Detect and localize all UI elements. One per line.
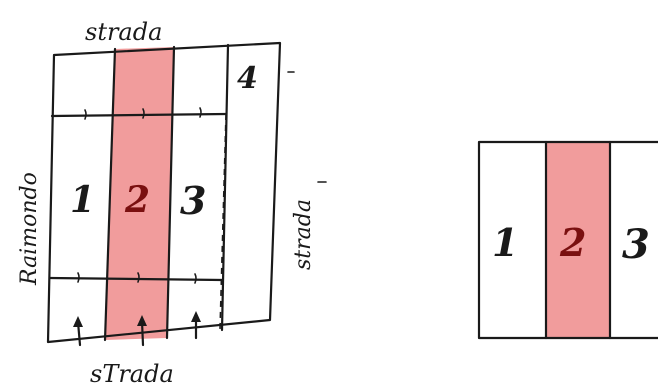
left-top-inner-line xyxy=(50,112,228,118)
label-strada-bottom: sTrada xyxy=(90,360,174,385)
left-lot-2-highlight xyxy=(105,47,174,340)
right-sketch: 1 2 3 xyxy=(477,140,658,340)
label-raimondo: Raimondo xyxy=(17,172,42,286)
right-outline xyxy=(477,140,658,340)
label-strada-top: strada xyxy=(85,18,162,46)
label-strada-right: strada xyxy=(291,199,316,270)
right-lot-3: 3 xyxy=(622,221,650,268)
left-dashed-divider xyxy=(219,113,227,331)
left-sketch: strada sTrada Raimondo strada 1 2 3 4 xyxy=(17,18,327,385)
right-lot-2: 2 xyxy=(559,220,586,265)
left-arrows xyxy=(73,311,201,347)
left-lot-1: 1 xyxy=(70,179,95,221)
left-lot-4: 4 xyxy=(237,61,258,96)
left-divider-3 xyxy=(220,43,230,332)
left-tick-marks xyxy=(77,107,202,284)
right-lot-1: 1 xyxy=(492,220,518,265)
left-lot-3: 3 xyxy=(180,178,206,223)
left-lot-2: 2 xyxy=(124,179,150,221)
left-outer-outline xyxy=(46,41,282,344)
left-divider-2 xyxy=(165,45,176,340)
right-lot-2-highlight xyxy=(547,143,610,337)
left-divider-1 xyxy=(103,47,117,342)
